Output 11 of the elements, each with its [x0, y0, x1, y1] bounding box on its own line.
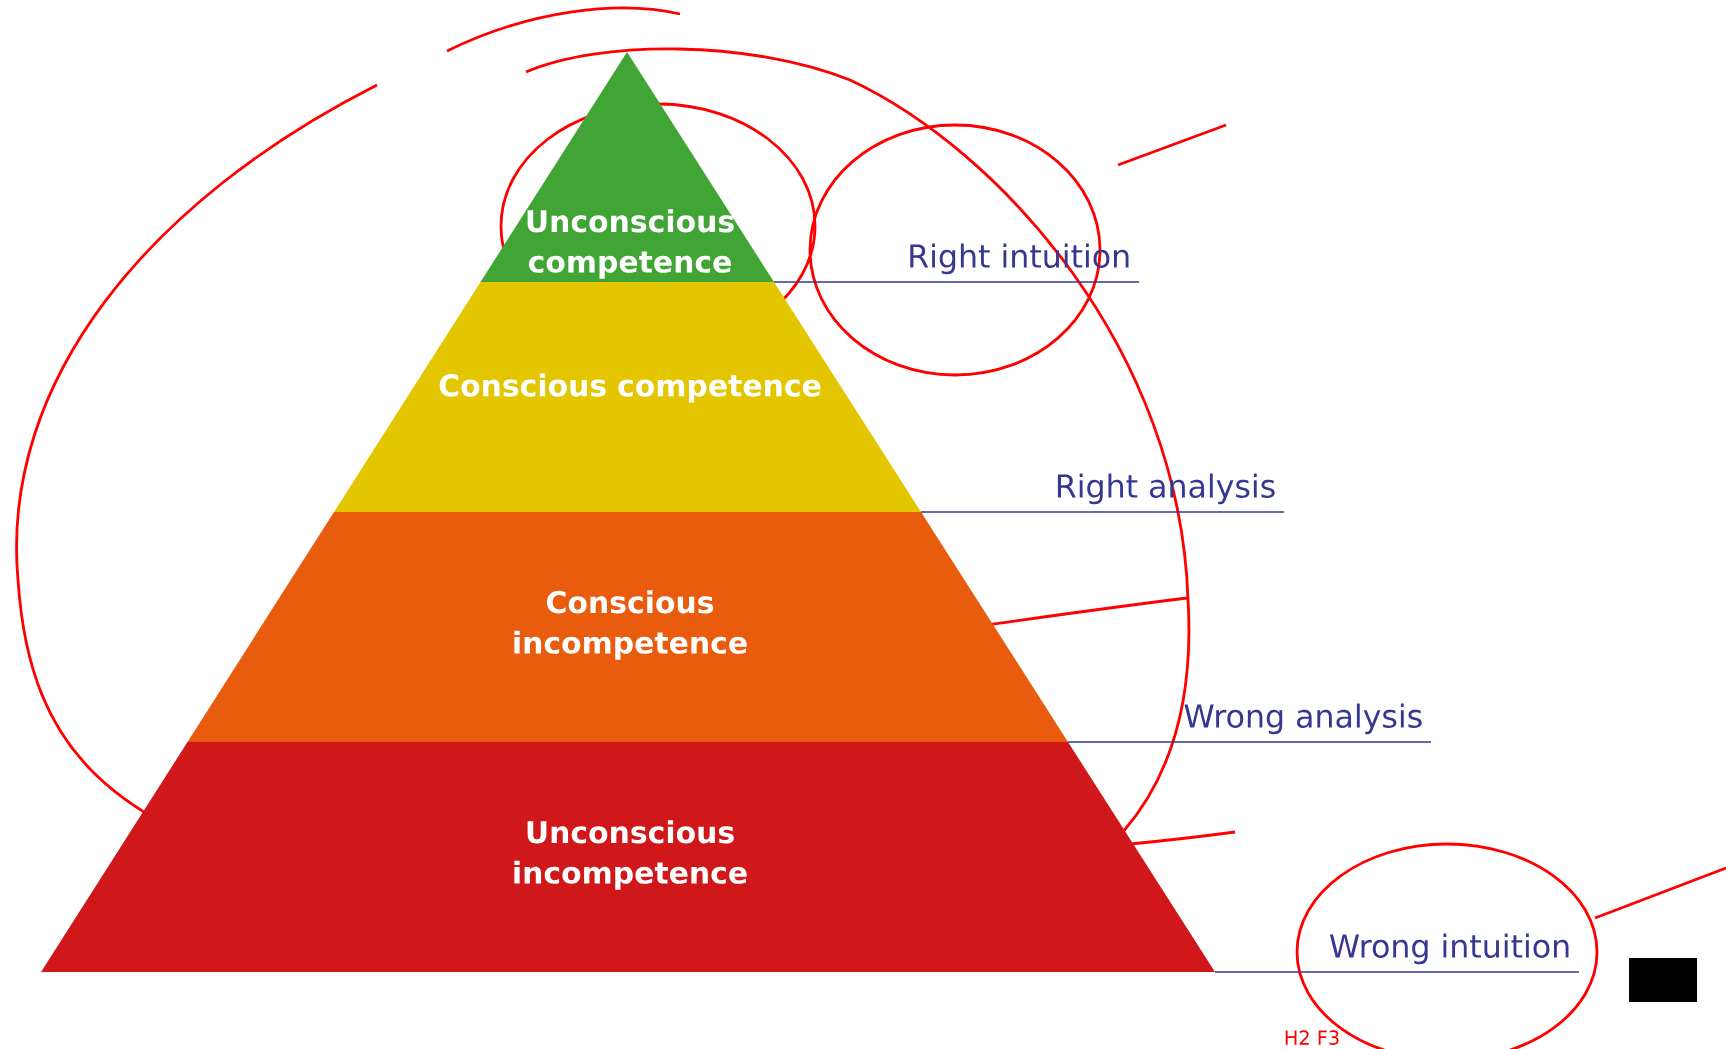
underline-connector [1067, 741, 1432, 743]
pyramid-level: Conscious incompetence [187, 512, 1068, 742]
underline-connector [773, 281, 1140, 283]
level-label: Wrong intuition [1329, 933, 1569, 965]
underline-connector [1214, 971, 1580, 973]
pyramid-level: Unconscious competence [480, 52, 774, 282]
note-text: H2 F3 [1285, 1030, 1339, 1045]
level-label: Wrong analysis [1184, 703, 1422, 735]
underline-connector [920, 511, 1285, 513]
pyramid-level: Conscious competence [334, 282, 921, 512]
pyramid-level: Unconscious incompetence [41, 742, 1215, 972]
